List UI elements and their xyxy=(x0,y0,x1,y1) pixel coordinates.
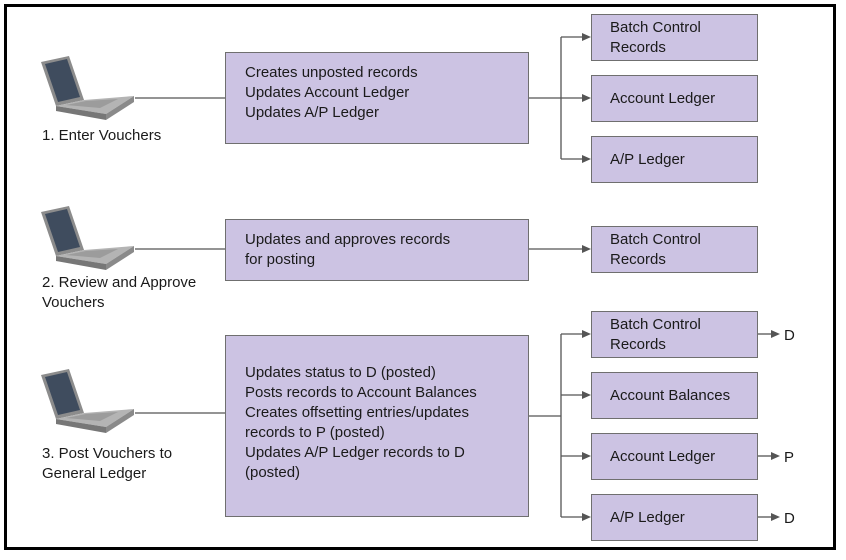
step-2-caption: 2. Review and Approve Vouchers xyxy=(42,273,196,313)
arrow-head xyxy=(582,513,591,521)
status-label: P xyxy=(784,449,795,466)
step-1-output-account-ledger: Account Ledger xyxy=(591,75,758,122)
status-label: D xyxy=(784,327,795,344)
laptop-icon xyxy=(41,369,134,433)
output-label: Account Ledger xyxy=(610,89,716,107)
caption-line: 2. Review and Approve xyxy=(42,274,197,291)
process-line: Creates unposted records xyxy=(245,64,418,81)
caption-line: 1. Enter Vouchers xyxy=(42,127,162,144)
arrow-head xyxy=(582,245,591,253)
process-line: Creates offsetting entries/updates xyxy=(245,404,470,421)
step-3-process-box: Updates status to D (posted) Posts recor… xyxy=(225,335,529,517)
step-1-output-batch-control: Batch Control Records xyxy=(591,14,758,61)
step-2-output-batch-control: Batch Control Records xyxy=(591,226,758,273)
step-3-caption: 3. Post Vouchers to General Ledger xyxy=(42,444,172,484)
output-label: Account Ledger xyxy=(610,447,716,465)
step-2-process-box: Updates and approves records for posting xyxy=(225,219,529,281)
process-line: Updates Account Ledger xyxy=(245,84,410,101)
arrow-head xyxy=(771,452,780,460)
step-3-output-batch-control: Batch Control Records xyxy=(591,311,758,358)
output-label: Records xyxy=(610,250,666,268)
laptop-icon xyxy=(41,206,134,270)
process-line: Updates status to D (posted) xyxy=(245,364,436,381)
output-label: Batch Control xyxy=(610,18,701,36)
output-label: Batch Control xyxy=(610,230,701,248)
process-line: (posted) xyxy=(245,464,301,481)
process-line: Updates A/P Ledger records to D xyxy=(245,444,465,461)
status-label: D xyxy=(784,510,795,527)
laptop-icon xyxy=(41,56,134,120)
arrow-head xyxy=(771,330,780,338)
caption-line: 3. Post Vouchers to xyxy=(42,445,173,462)
step-3-output-account-balances: Account Balances xyxy=(591,372,758,419)
arrow-head xyxy=(582,94,591,102)
arrow-head xyxy=(582,33,591,41)
step-3-output-account-ledger: Account Ledger xyxy=(591,433,758,480)
output-label: A/P Ledger xyxy=(610,508,685,526)
output-label: Records xyxy=(610,335,666,353)
arrow-head xyxy=(582,155,591,163)
step-1-caption: 1. Enter Vouchers xyxy=(42,126,161,146)
process-line: records to P (posted) xyxy=(245,424,385,441)
process-line: Updates A/P Ledger xyxy=(245,104,379,121)
arrow-head xyxy=(771,513,780,521)
output-label: Account Balances xyxy=(610,386,731,404)
arrow-head xyxy=(582,452,591,460)
caption-line: General Ledger xyxy=(42,465,147,482)
process-line: Updates and approves records xyxy=(245,231,451,248)
caption-line: Vouchers xyxy=(42,294,105,311)
step-1-output-ap-ledger: A/P Ledger xyxy=(591,136,758,183)
arrow-head xyxy=(582,330,591,338)
output-label: Batch Control xyxy=(610,315,701,333)
diagram-frame xyxy=(4,4,836,550)
output-label: A/P Ledger xyxy=(610,150,685,168)
arrow-head xyxy=(582,391,591,399)
process-line: for posting xyxy=(245,251,316,268)
process-line: Posts records to Account Balances xyxy=(245,384,477,401)
step-3-output-ap-ledger: A/P Ledger xyxy=(591,494,758,541)
output-label: Records xyxy=(610,38,666,56)
step-1-process-box: Creates unposted records Updates Account… xyxy=(225,52,529,144)
